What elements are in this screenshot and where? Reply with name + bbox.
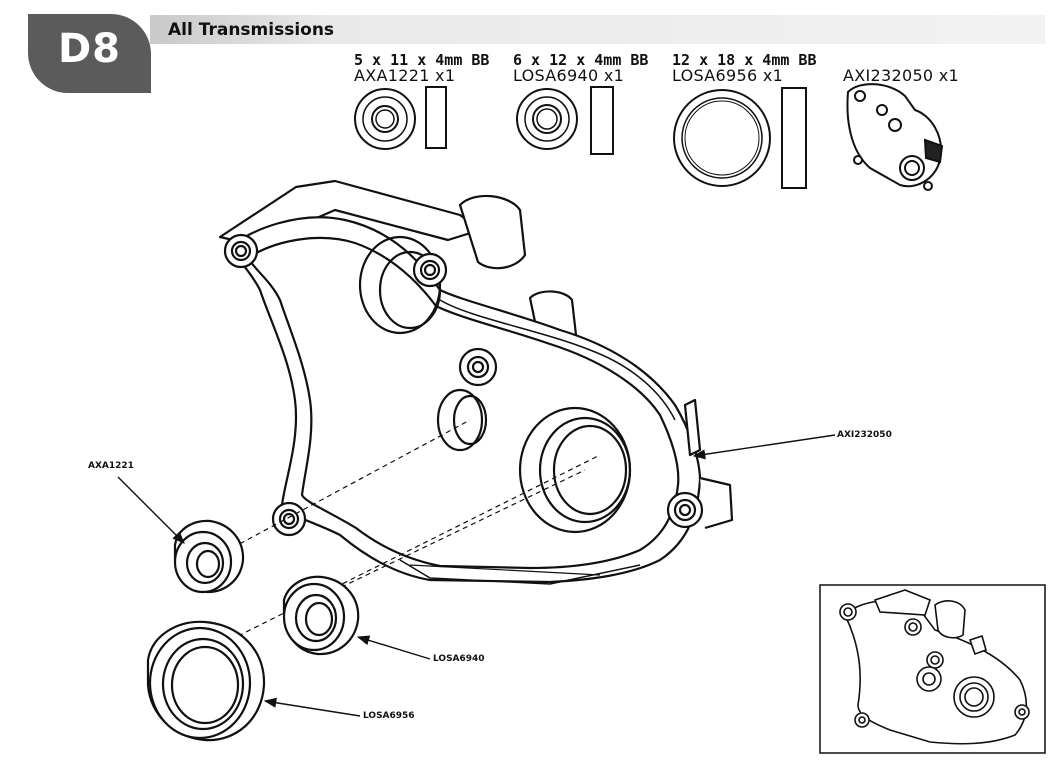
- part-spec-2: 6 x 12 x 4mm BB: [513, 51, 649, 69]
- bearing-12x18-icon: [673, 87, 807, 189]
- step-number: D8: [57, 26, 122, 72]
- callout-losa6940: LOSA6940: [433, 654, 485, 664]
- part-code-4: AXI232050 x1: [843, 66, 960, 85]
- part-code-1: AXA1221 x1: [354, 66, 456, 85]
- transmission-case-thumbnail-icon: [846, 83, 944, 191]
- bearing-6x12-icon: [516, 86, 614, 155]
- callout-arrows: [117, 434, 836, 717]
- inset-assembled-view: [819, 584, 1046, 754]
- bearing-5x11-icon: [354, 86, 447, 150]
- step-badge: [28, 14, 151, 93]
- bearing-losa6956: [146, 620, 266, 742]
- alignment-lines: [229, 419, 601, 641]
- callout-losa6956: LOSA6956: [363, 711, 415, 721]
- bearing-axa1221: [173, 519, 245, 594]
- part-spec-3: 12 x 18 x 4mm BB: [672, 51, 817, 69]
- page-title: All Transmissions: [168, 20, 335, 40]
- header-bar: [150, 15, 1045, 44]
- callout-axa1221: AXA1221: [88, 461, 134, 471]
- callout-axi232050: AXI232050: [837, 430, 892, 440]
- transmission-case-drawing: [218, 179, 734, 585]
- part-spec-1: 5 x 11 x 4mm BB: [354, 51, 490, 69]
- bearing-losa6940: [282, 575, 360, 656]
- part-code-3: LOSA6956 x1: [672, 66, 784, 85]
- part-code-2: LOSA6940 x1: [513, 66, 625, 85]
